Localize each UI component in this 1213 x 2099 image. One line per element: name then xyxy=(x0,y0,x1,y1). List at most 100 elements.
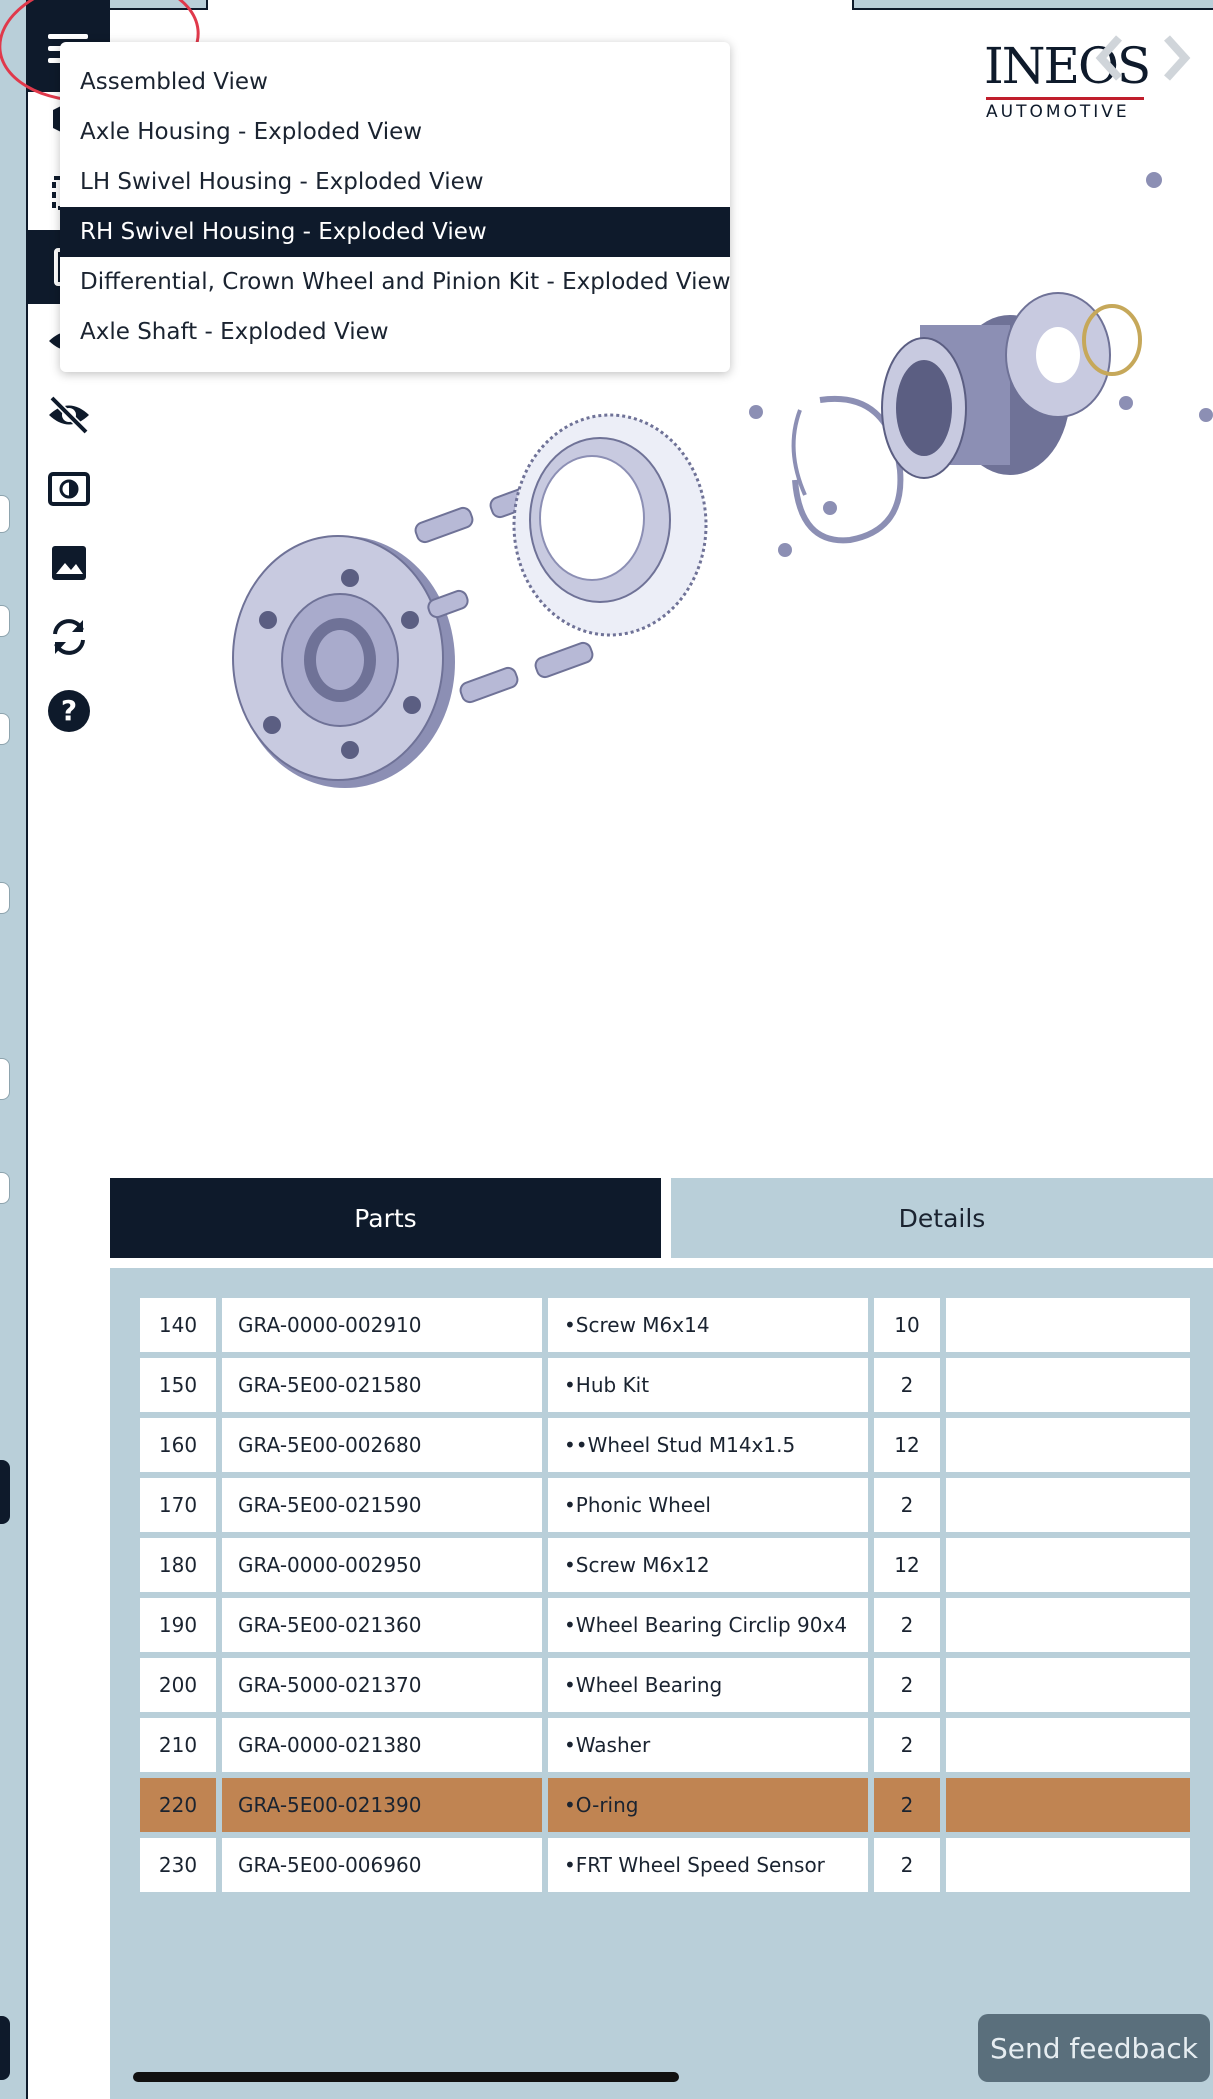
brightness-icon[interactable] xyxy=(28,452,110,526)
logo-rule xyxy=(986,97,1144,100)
cell-description: •Screw M6x14 xyxy=(548,1298,868,1352)
cell-part-number: GRA-0000-021380 xyxy=(222,1718,542,1772)
cell-description: •O-ring xyxy=(548,1778,868,1832)
gutter-dark-tab[interactable] xyxy=(0,1460,10,1524)
o-ring xyxy=(1082,304,1142,376)
cell-position: 230 xyxy=(140,1838,216,1892)
cell-quantity: 12 xyxy=(874,1538,940,1592)
chevron-right-icon xyxy=(1164,35,1191,81)
cell-empty xyxy=(946,1418,1190,1472)
view-option-selected[interactable]: RH Swivel Housing - Exploded View xyxy=(60,207,730,257)
cell-part-number: GRA-5E00-021360 xyxy=(222,1598,542,1652)
cell-empty xyxy=(946,1778,1190,1832)
tab-details[interactable]: Details xyxy=(671,1178,1213,1258)
cell-quantity: 2 xyxy=(874,1598,940,1652)
cell-empty xyxy=(946,1658,1190,1712)
table-row[interactable]: 230 GRA-5E00-006960 •FRT Wheel Speed Sen… xyxy=(140,1838,1204,1892)
gutter-handle[interactable] xyxy=(0,495,10,533)
circlip xyxy=(791,395,904,544)
table-row[interactable]: 200 GRA-5000-021370 •Wheel Bearing 2 xyxy=(140,1658,1204,1712)
cell-quantity: 2 xyxy=(874,1718,940,1772)
cell-quantity: 2 xyxy=(874,1778,940,1832)
cell-position: 190 xyxy=(140,1598,216,1652)
view-option[interactable]: Axle Shaft - Exploded View xyxy=(80,319,389,345)
send-feedback-button[interactable]: Send feedback xyxy=(978,2014,1210,2082)
table-row[interactable]: 150 GRA-5E00-021580 •Hub Kit 2 xyxy=(140,1358,1204,1412)
logo-wordmark: INEOS xyxy=(984,37,1151,95)
cell-position: 200 xyxy=(140,1658,216,1712)
cell-description: •Hub Kit xyxy=(548,1358,868,1412)
cell-position: 170 xyxy=(140,1478,216,1532)
cell-description: •Phonic Wheel xyxy=(548,1478,868,1532)
cell-part-number: GRA-0000-002950 xyxy=(222,1538,542,1592)
cell-description: •Wheel Bearing xyxy=(548,1658,868,1712)
table-row[interactable]: 170 GRA-5E00-021590 •Phonic Wheel 2 xyxy=(140,1478,1204,1532)
gutter-handle[interactable] xyxy=(0,1058,10,1100)
refresh-icon[interactable] xyxy=(28,600,110,674)
cell-position: 160 xyxy=(140,1418,216,1472)
cell-quantity: 2 xyxy=(874,1658,940,1712)
cell-quantity: 2 xyxy=(874,1358,940,1412)
washer xyxy=(1005,292,1111,418)
cell-part-number: GRA-5E00-006960 xyxy=(222,1838,542,1892)
gutter-dark-tab[interactable] xyxy=(0,2016,10,2080)
cell-description: •Screw M6x12 xyxy=(548,1538,868,1592)
cell-empty xyxy=(946,1538,1190,1592)
chevron-left-icon xyxy=(1095,35,1122,81)
cell-part-number: GRA-5000-021370 xyxy=(222,1658,542,1712)
cell-part-number: GRA-5E00-021580 xyxy=(222,1358,542,1412)
view-option[interactable]: Differential, Crown Wheel and Pinion Kit… xyxy=(80,269,731,295)
table-row[interactable]: 160 GRA-5E00-002680 ••Wheel Stud M14x1.5… xyxy=(140,1418,1204,1472)
cell-part-number: GRA-0000-002910 xyxy=(222,1298,542,1352)
cell-empty xyxy=(946,1838,1190,1892)
cell-position: 150 xyxy=(140,1358,216,1412)
logo-subtitle: AUTOMOTIVE xyxy=(986,102,1130,122)
cell-quantity: 2 xyxy=(874,1478,940,1532)
gutter-handle[interactable] xyxy=(0,1172,10,1204)
cell-position: 140 xyxy=(140,1298,216,1352)
cell-empty xyxy=(946,1598,1190,1652)
table-row[interactable]: 140 GRA-0000-002910 •Screw M6x14 10 xyxy=(140,1298,1204,1352)
cell-quantity: 2 xyxy=(874,1838,940,1892)
gutter-handle[interactable] xyxy=(0,605,10,637)
cell-quantity: 10 xyxy=(874,1298,940,1352)
view-nav-arrows xyxy=(1085,28,1200,88)
cell-part-number: GRA-5E00-021590 xyxy=(222,1478,542,1532)
view-dropdown: Assembled View Axle Housing - Exploded V… xyxy=(60,42,731,372)
help-icon[interactable]: ? xyxy=(28,674,110,748)
eye-off-icon[interactable] xyxy=(28,378,110,452)
table-row[interactable]: 180 GRA-0000-002950 •Screw M6x12 12 xyxy=(140,1538,1204,1592)
cell-empty xyxy=(946,1358,1190,1412)
cell-empty xyxy=(946,1718,1190,1772)
cell-position: 180 xyxy=(140,1538,216,1592)
view-option[interactable]: LH Swivel Housing - Exploded View xyxy=(80,169,484,195)
screws xyxy=(749,172,1213,557)
phonic-wheel xyxy=(512,413,708,637)
cell-part-number: GRA-5E00-021390 xyxy=(222,1778,542,1832)
exploded-view-model[interactable] xyxy=(200,150,1213,810)
cell-empty xyxy=(946,1478,1190,1532)
view-option[interactable]: Assembled View xyxy=(80,69,268,95)
cell-quantity: 12 xyxy=(874,1418,940,1472)
cell-position: 210 xyxy=(140,1718,216,1772)
cell-description: ••Wheel Stud M14x1.5 xyxy=(548,1418,868,1472)
parts-table: 140 GRA-0000-002910 •Screw M6x14 10 150 … xyxy=(110,1268,1213,2099)
cell-part-number: GRA-5E00-002680 xyxy=(222,1418,542,1472)
svg-text:?: ? xyxy=(61,694,77,727)
cell-description: •Wheel Bearing Circlip 90x4 xyxy=(548,1598,868,1652)
hub-flange xyxy=(232,535,455,788)
cell-description: •FRT Wheel Speed Sensor xyxy=(548,1838,868,1892)
cell-description: •Washer xyxy=(548,1718,868,1772)
home-indicator xyxy=(133,2072,679,2082)
tab-parts[interactable]: Parts xyxy=(110,1178,661,1258)
table-row[interactable]: 210 GRA-0000-021380 •Washer 2 xyxy=(140,1718,1204,1772)
image-icon[interactable] xyxy=(28,526,110,600)
top-bar-fragment xyxy=(852,0,1213,10)
view-option[interactable]: Axle Housing - Exploded View xyxy=(80,119,423,145)
gutter-handle[interactable] xyxy=(0,882,10,914)
table-row-highlighted[interactable]: 220 GRA-5E00-021390 •O-ring 2 xyxy=(140,1778,1204,1832)
gutter-handle[interactable] xyxy=(0,713,10,745)
cell-empty xyxy=(946,1298,1190,1352)
cell-position: 220 xyxy=(140,1778,216,1832)
table-row[interactable]: 190 GRA-5E00-021360 •Wheel Bearing Circl… xyxy=(140,1598,1204,1652)
